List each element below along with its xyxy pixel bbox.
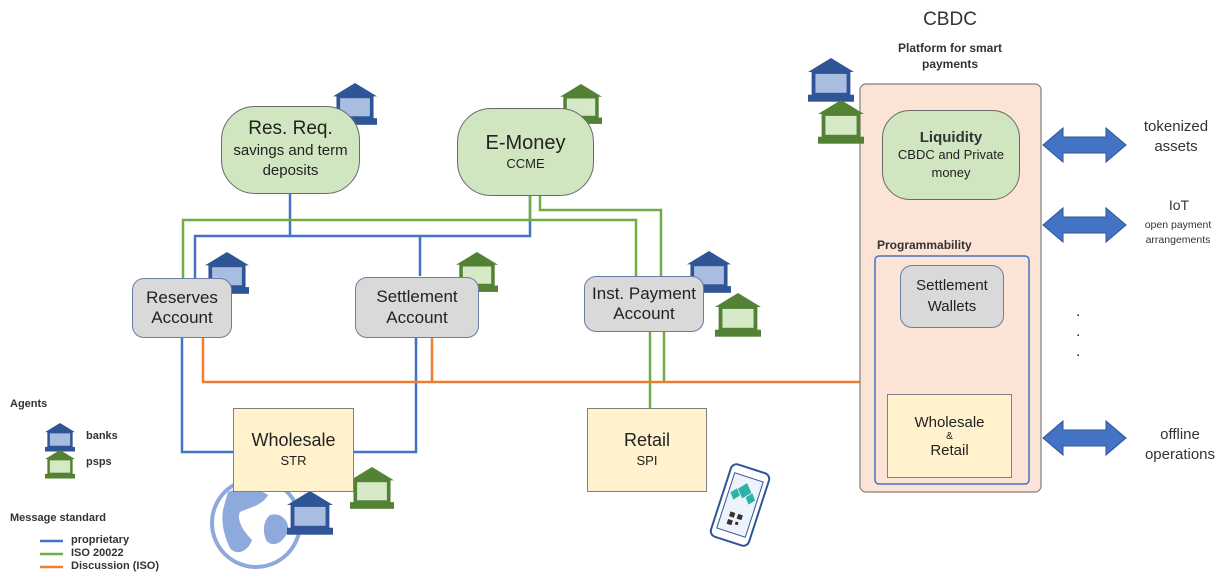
iso20022-lines: [181, 196, 666, 408]
liquidity-box: Liquidity CBDC and Private money: [882, 110, 1020, 200]
cbdc-retail-label: Retail: [930, 441, 969, 459]
cbdc-wholesale-retail-box: Wholesale & Retail: [887, 394, 1012, 478]
iot-label: IoT: [1168, 197, 1190, 213]
programmability-label: Programmability: [877, 238, 972, 252]
tokenized-assets-label: tokenized assets: [1143, 118, 1209, 156]
psp-icon: [45, 450, 75, 479]
psp-icon: [818, 100, 864, 144]
settlement-account-label: Settlement Account: [376, 287, 458, 327]
bank-icon: [45, 423, 75, 452]
platform-label: Platform for smart payments: [897, 41, 1003, 72]
retail-spi-subtitle: SPI: [636, 453, 658, 469]
iot-sub-label: open payment arrangements: [1144, 219, 1212, 246]
liquidity-title: Liquidity: [919, 128, 983, 146]
legend-psps-label: psps: [86, 456, 112, 468]
arrow-tokenized: [1042, 126, 1127, 164]
line-emoney-reserves: [181, 196, 532, 278]
emoney-title: E-Money: [485, 132, 566, 155]
legend-discussion-label: Discussion (ISO): [71, 560, 160, 572]
legend-banks-label: banks: [86, 430, 118, 442]
wholesale-str-box: Wholesale STR: [233, 408, 354, 492]
wholesale-str-title: Wholesale: [251, 430, 336, 451]
settlement-account-box: Settlement Account: [355, 277, 479, 338]
arrow-offline: [1042, 419, 1127, 457]
legend-agents-title: Agents: [10, 398, 48, 410]
phone-icon: [709, 463, 771, 547]
psp-icon: [350, 467, 394, 509]
bank-icon: [808, 58, 854, 102]
res-req-box: Res. Req. savings and term deposits: [221, 106, 360, 194]
res-req-title: Res. Req.: [248, 118, 333, 140]
settlement-wallets-label: Settlement Wallets: [916, 277, 988, 315]
line-emoney-inst: [530, 218, 638, 276]
legend-proprietary-label: proprietary: [71, 534, 130, 546]
inst-payment-account-label: Inst. Payment Account: [592, 283, 696, 323]
inst-payment-account-box: Inst. Payment Account: [584, 276, 704, 332]
line-reserves-wholesale: [180, 338, 233, 454]
line-settlement-wholesale: [354, 338, 418, 454]
psp-icon: [715, 293, 761, 337]
liquidity-subtitle: CBDC and Private money: [897, 146, 1005, 180]
cbdc-title: CBDC: [923, 9, 977, 30]
cbdc-wholesale-label: Wholesale: [914, 413, 985, 431]
reserves-account-label: Reserves Account: [146, 287, 218, 327]
bank-icon: [287, 491, 333, 535]
offline-operations-label: offline operations: [1144, 426, 1216, 464]
emoney-box: E-Money CCME: [457, 108, 594, 196]
wholesale-str-subtitle: STR: [280, 453, 307, 469]
reserves-account-box: Reserves Account: [132, 278, 232, 338]
legend-iso-label: ISO 20022: [71, 547, 124, 559]
double-arrows: [1042, 126, 1127, 457]
retail-spi-title: Retail: [623, 430, 671, 451]
discussion-lines: [201, 338, 860, 384]
emoney-subtitle: CCME: [506, 156, 545, 172]
cbdc-amp-label: &: [946, 430, 953, 442]
legend-message-title: Message standard: [10, 512, 106, 524]
line-resreq-reserves: [193, 194, 292, 278]
line-discussion-main: [201, 338, 860, 384]
settlement-wallets-box: Settlement Wallets: [900, 265, 1004, 328]
line-emoney-inst-2: [538, 196, 663, 276]
cbdc-dots: . . .: [1076, 303, 1081, 360]
arrow-iot: [1042, 206, 1127, 244]
retail-spi-box: Retail SPI: [587, 408, 707, 492]
res-req-subtitle: savings and term deposits: [233, 142, 348, 180]
